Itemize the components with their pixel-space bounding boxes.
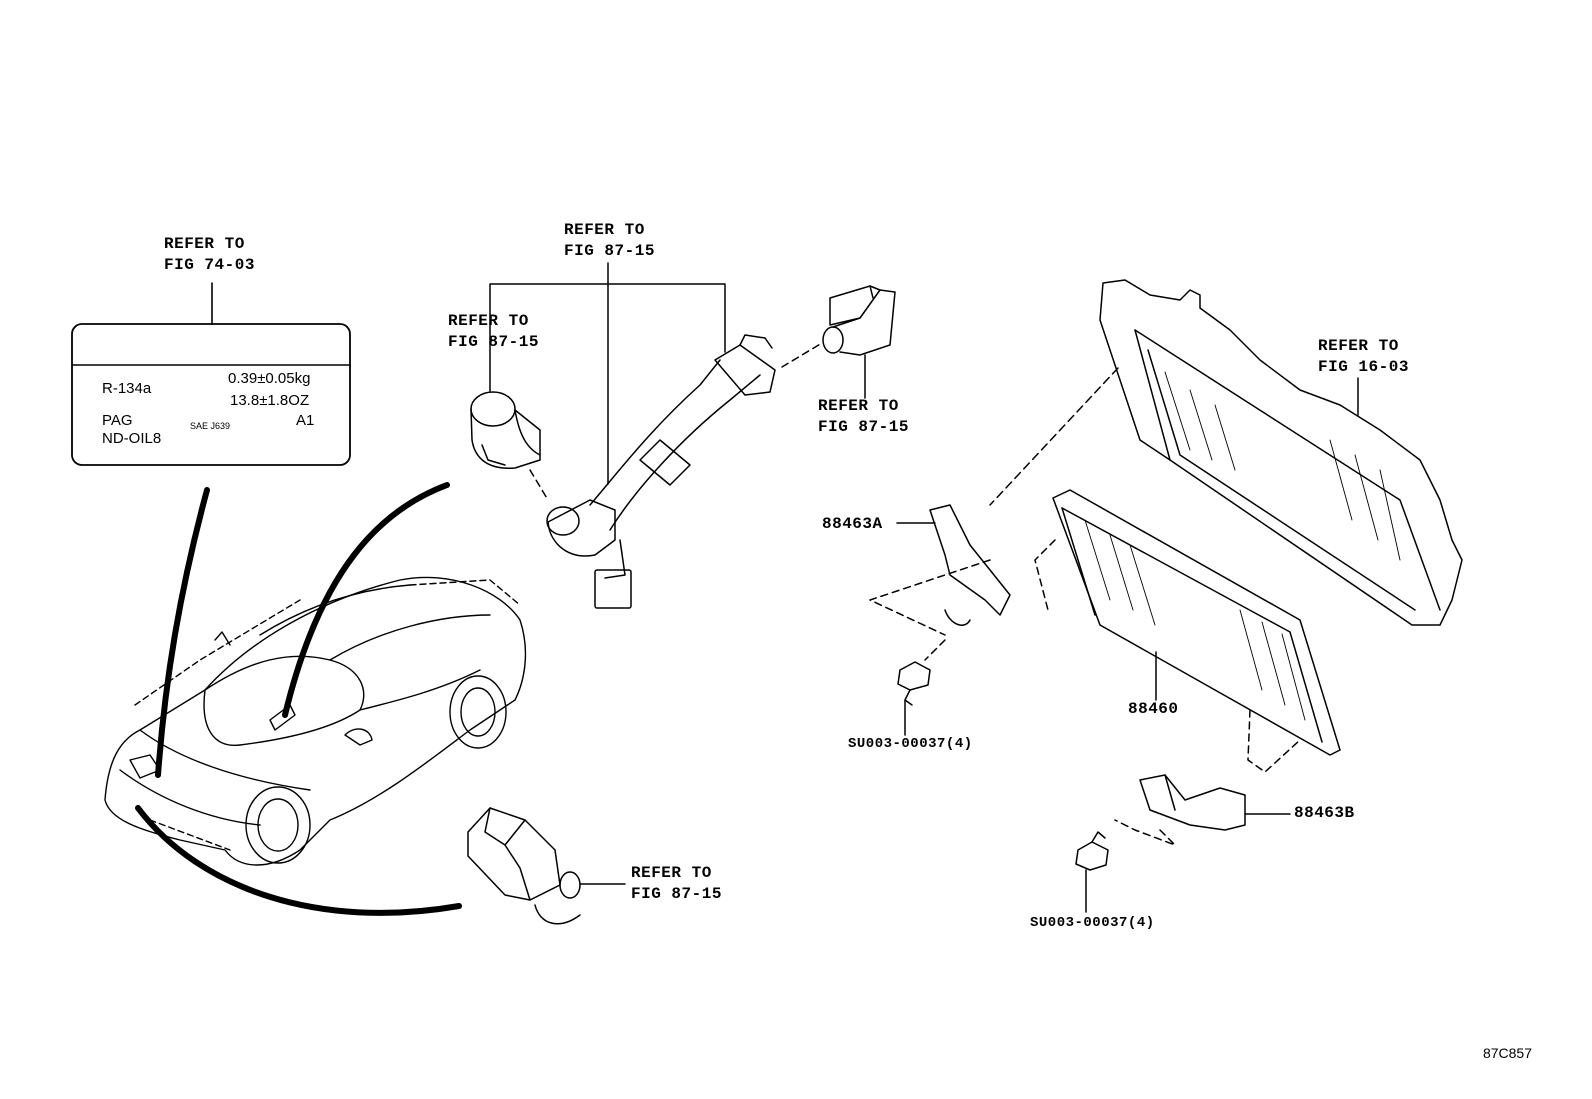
ref-fig-16-03: REFER TO FIG 16-03 <box>1318 336 1409 378</box>
ref-fig-74-03-line1: REFER TO <box>164 235 245 253</box>
ref-fig-87-15-left: REFER TO FIG 87-15 <box>448 311 539 353</box>
car-outline <box>104 576 527 866</box>
bolt-upper <box>897 661 931 736</box>
bracket-b <box>1114 774 1291 846</box>
radiator <box>989 279 1463 626</box>
ref-fig-87-15-bottom: REFER TO FIG 87-15 <box>631 863 722 905</box>
refrigerant-label-plate <box>71 282 351 466</box>
ref-fig-87-15-left-line1: REFER TO <box>448 312 529 330</box>
label-oil-name: ND-OIL8 <box>102 430 162 447</box>
label-oil-type: PAG <box>102 412 133 429</box>
ref-fig-87-15-bottom-line2: FIG 87-15 <box>631 885 722 903</box>
label-refrigerant: R-134a <box>102 380 152 397</box>
bracket-a <box>869 504 1011 661</box>
part-bolt-upper: SU003-00037(4) <box>848 736 973 752</box>
drawing-id: 87C857 <box>1482 1045 1532 1061</box>
ref-fig-87-15-top: REFER TO FIG 87-15 <box>564 220 655 262</box>
bolt-lower <box>1075 831 1109 913</box>
ref-fig-87-15-top-line1: REFER TO <box>564 221 645 239</box>
ref-fig-16-03-line1: REFER TO <box>1318 337 1399 355</box>
sensor-upper <box>822 285 896 399</box>
location-arcs <box>135 482 462 916</box>
part-88463b: 88463B <box>1294 804 1355 822</box>
part-88463a: 88463A <box>822 515 883 533</box>
condenser <box>1034 489 1341 773</box>
ref-fig-87-15-bottom-line1: REFER TO <box>631 864 712 882</box>
sensor-lower <box>467 807 626 925</box>
label-grade: A1 <box>296 412 315 429</box>
part-bolt-lower: SU003-00037(4) <box>1030 915 1155 931</box>
label-charge-oz: 13.8±1.8OZ <box>230 392 310 409</box>
ref-fig-74-03-line2: FIG 74-03 <box>164 256 255 274</box>
ref-fig-87-15-right: REFER TO FIG 87-15 <box>818 396 909 438</box>
ref-fig-87-15-right-line1: REFER TO <box>818 397 899 415</box>
ref-fig-16-03-line2: FIG 16-03 <box>1318 358 1409 376</box>
ref-fig-74-03: REFER TO FIG 74-03 <box>164 234 255 276</box>
part-88460: 88460 <box>1128 700 1179 718</box>
label-standard: SAE J639 <box>190 421 231 431</box>
ref-fig-87-15-right-line2: FIG 87-15 <box>818 418 909 436</box>
ref-fig-87-15-left-line2: FIG 87-15 <box>448 333 539 351</box>
pressure-switch-harness <box>470 262 823 609</box>
label-charge-kg: 0.39±0.05kg <box>228 370 311 387</box>
ref-fig-87-15-top-line2: FIG 87-15 <box>564 242 655 260</box>
